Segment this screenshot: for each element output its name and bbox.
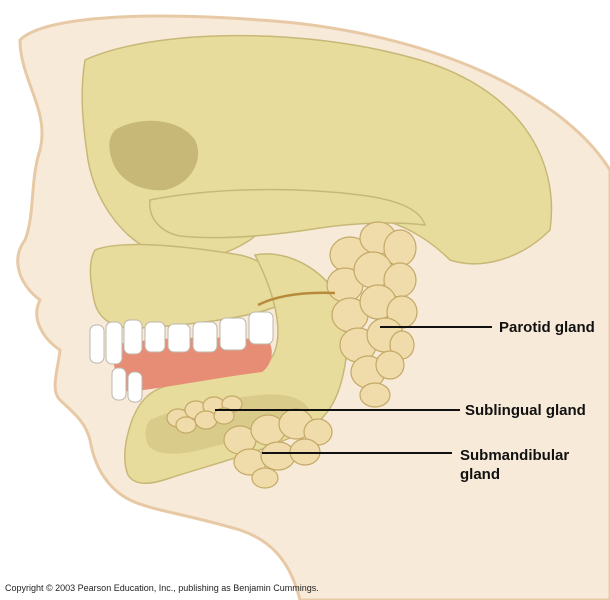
tooth bbox=[127, 371, 143, 403]
tooth bbox=[167, 323, 191, 353]
tooth bbox=[123, 319, 143, 355]
maxilla bbox=[89, 243, 282, 329]
parotid-duct bbox=[257, 291, 336, 307]
parotid-gland bbox=[326, 221, 418, 408]
sublingual-gland bbox=[166, 395, 243, 434]
submandibular-gland-label-line2: gland bbox=[460, 466, 500, 483]
tooth bbox=[111, 367, 127, 401]
submandibular-gland-label-line1: Submandibular bbox=[460, 447, 570, 464]
tooth bbox=[144, 321, 166, 353]
copyright-notice: Copyright © 2003 Pearson Education, Inc.… bbox=[5, 583, 319, 593]
tooth bbox=[192, 321, 218, 353]
submandibular-gland bbox=[223, 408, 333, 489]
tooth bbox=[105, 321, 123, 365]
zygomatic-arch bbox=[149, 188, 427, 239]
parotid-gland-label: Parotid gland bbox=[499, 319, 595, 336]
tooth bbox=[89, 324, 105, 364]
teeth bbox=[89, 311, 274, 403]
tooth bbox=[219, 317, 247, 351]
tooth bbox=[248, 311, 274, 345]
sublingual-gland-label: Sublingual gland bbox=[465, 402, 586, 419]
eye-socket bbox=[109, 120, 199, 191]
